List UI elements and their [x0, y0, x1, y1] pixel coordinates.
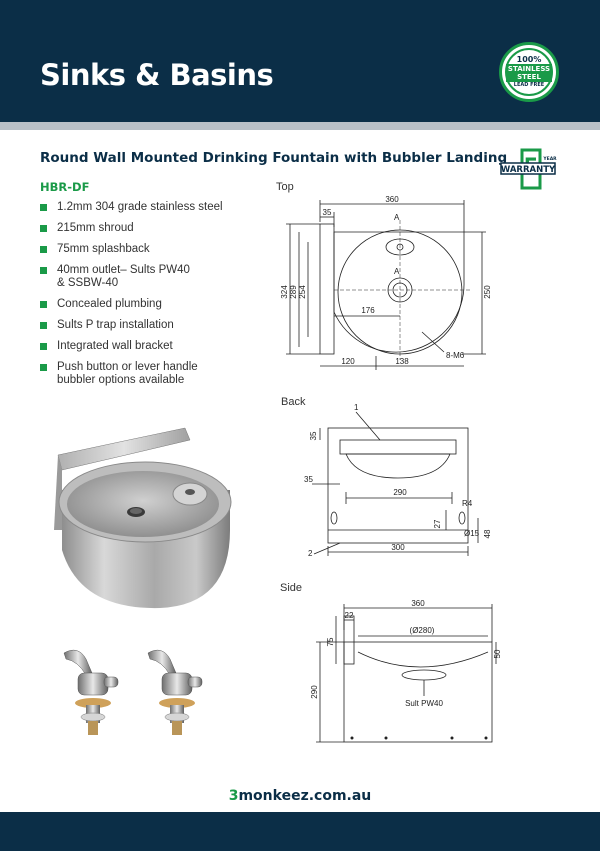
- badge-percent: 100%: [516, 55, 542, 64]
- svg-text:(Ø280): (Ø280): [410, 626, 435, 635]
- warranty-logo: 5 WARRANTY YEAR: [500, 148, 557, 190]
- bullet-icon: [40, 343, 47, 350]
- top-view-label: Top: [276, 181, 294, 193]
- warranty-unit: YEAR: [542, 156, 557, 162]
- feature-item: 1.2mm 304 grade stainless steel: [40, 201, 260, 214]
- svg-text:A: A: [394, 267, 400, 276]
- svg-text:A: A: [394, 213, 400, 222]
- basin-photo: [54, 427, 232, 609]
- svg-text:250: 250: [483, 285, 492, 299]
- product-title: Round Wall Mounted Drinking Fountain wit…: [40, 150, 508, 166]
- lever-bubbler-photo: [63, 649, 119, 735]
- stainless-steel-badge: 100% STAINLESS STEEL LEAD FREE: [499, 42, 559, 102]
- svg-text:Sult PW40: Sult PW40: [405, 699, 443, 708]
- bullet-icon: [40, 301, 47, 308]
- feature-item: 215mm shroud: [40, 222, 260, 235]
- badge-material: STAINLESS STEEL: [505, 64, 553, 82]
- svg-text:2: 2: [308, 549, 313, 558]
- back-view-drawing: 1 2 35 35 290 R4 27 Ø15 48 300: [304, 403, 492, 558]
- svg-text:324: 324: [280, 285, 289, 299]
- svg-text:48: 48: [483, 529, 492, 538]
- svg-text:290: 290: [393, 488, 407, 497]
- feature-item: Push button or lever handle bubbler opti…: [40, 361, 220, 387]
- svg-text:8-M6: 8-M6: [446, 351, 465, 360]
- svg-text:176: 176: [361, 306, 375, 315]
- svg-text:360: 360: [411, 599, 425, 608]
- badge-lead-free: LEAD FREE: [513, 82, 545, 88]
- feature-item: 75mm splashback: [40, 243, 260, 256]
- bullet-icon: [40, 267, 47, 274]
- push-button-bubbler-photo: [147, 649, 203, 735]
- website-url[interactable]: 3monkeez.com.au: [0, 788, 600, 804]
- svg-text:35: 35: [323, 208, 332, 217]
- url-accent: 3: [228, 788, 239, 804]
- header-stripe: [0, 122, 600, 130]
- svg-text:1: 1: [354, 403, 359, 412]
- side-view-label: Side: [280, 582, 303, 594]
- svg-text:50: 50: [493, 649, 500, 658]
- svg-text:120: 120: [341, 357, 355, 366]
- svg-text:35: 35: [304, 475, 313, 484]
- bullet-icon: [40, 204, 47, 211]
- svg-text:254: 254: [298, 285, 307, 299]
- feature-item: Sults P trap installation: [40, 319, 260, 332]
- model-code: HBR-DF: [40, 180, 90, 194]
- svg-text:300: 300: [391, 543, 405, 552]
- bullet-icon: [40, 225, 47, 232]
- svg-text:Ø15: Ø15: [464, 529, 480, 538]
- svg-text:27: 27: [433, 519, 442, 528]
- feature-item: 40mm outlet– Sults PW40 & SSBW-40: [40, 264, 190, 290]
- bullet-icon: [40, 246, 47, 253]
- svg-text:75: 75: [326, 637, 335, 646]
- svg-text:289: 289: [289, 285, 298, 299]
- svg-text:138: 138: [395, 357, 409, 366]
- bullet-icon: [40, 322, 47, 329]
- page-title: Sinks & Basins: [40, 58, 274, 92]
- svg-text:360: 360: [385, 195, 399, 204]
- top-view-drawing: 360 35 324 289 254 176 250 120 138 8-M6 …: [280, 195, 492, 370]
- back-view-label: Back: [281, 396, 306, 408]
- side-view-drawing: 360 22 (Ø280) 75 290 50 Sult PW40: [310, 599, 500, 743]
- footer-bar: [0, 812, 600, 851]
- feature-item: Integrated wall bracket: [40, 340, 260, 353]
- svg-text:35: 35: [309, 431, 318, 440]
- warranty-label: WARRANTY: [501, 165, 556, 175]
- bullet-icon: [40, 364, 47, 371]
- feature-item: Concealed plumbing: [40, 298, 260, 311]
- feature-list: 1.2mm 304 grade stainless steel 215mm sh…: [40, 201, 260, 395]
- svg-text:22: 22: [345, 611, 354, 620]
- url-rest: monkeez.com.au: [238, 788, 372, 804]
- svg-text:290: 290: [310, 685, 319, 699]
- svg-text:R4: R4: [462, 499, 473, 508]
